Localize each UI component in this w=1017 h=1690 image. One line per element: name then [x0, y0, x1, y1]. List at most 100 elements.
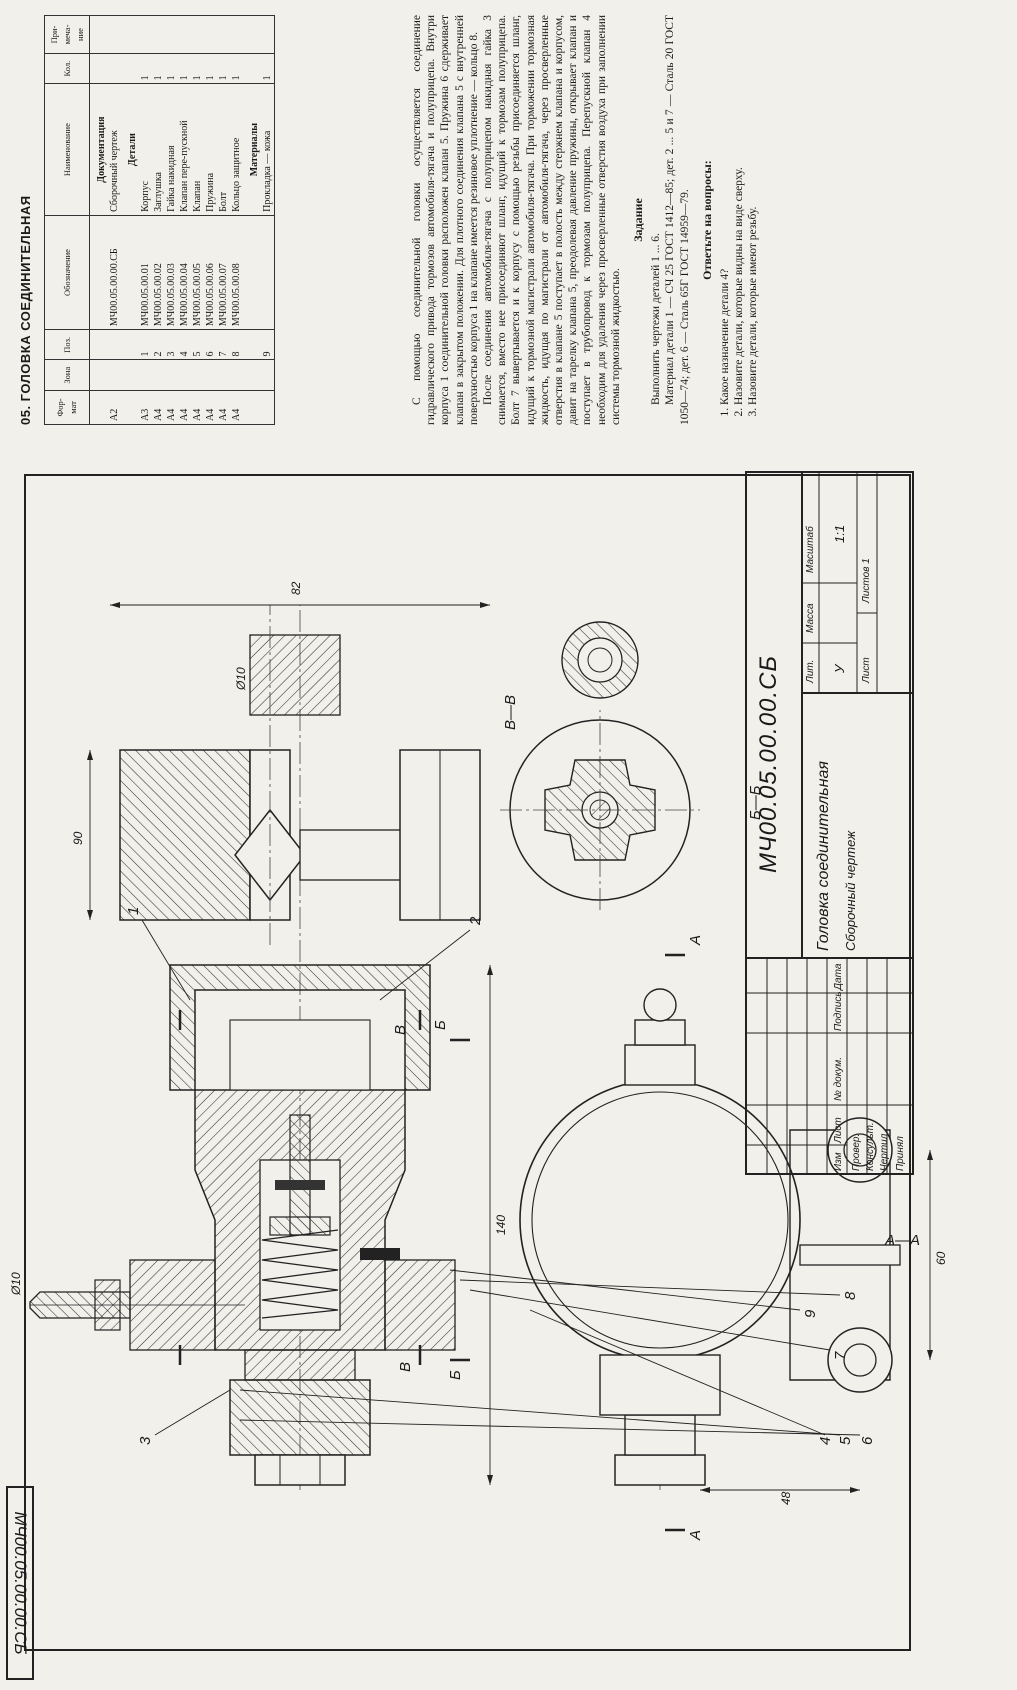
list-item: Какое назначение детали 4?: [718, 15, 732, 405]
dimension-60: 60: [934, 1251, 948, 1265]
position-8: 8: [842, 1291, 859, 1300]
task-title: Задание: [631, 198, 646, 242]
cut-letter-a-left: А: [687, 1530, 704, 1541]
sheets-label: Листов 1: [861, 558, 872, 603]
specification-table: Фор-мат Зона Поз. Обозначение Наименован…: [44, 15, 275, 425]
role-prinyal: Принял: [895, 1136, 906, 1171]
cell-pos: [108, 329, 121, 360]
title-block: Изм Лист № докум. Подпись Дата Провер. К…: [745, 471, 914, 1175]
sheet-label: Лист: [861, 657, 872, 683]
col-designation: Обозначение: [44, 215, 90, 330]
description-body: С помощью соединительной головки осущест…: [410, 15, 761, 425]
cell-format: А2: [108, 390, 121, 425]
position-6: 6: [859, 1436, 876, 1445]
cell-pos: 6: [204, 329, 217, 360]
role-konsult: Консульт.: [865, 1122, 876, 1171]
cell-qty: 1: [165, 53, 178, 84]
section-label-a-a: А—А: [884, 1232, 920, 1249]
cell-qty: [108, 53, 121, 84]
cell-pos: 3: [165, 329, 178, 360]
position-7: 7: [832, 1351, 849, 1360]
cut-letter-v-right: В: [392, 1025, 409, 1035]
cell-qty: 1: [204, 53, 217, 84]
dimension-82: 82: [289, 581, 303, 595]
title-block-code: МЧ00.05.00.00.СБ: [755, 654, 782, 873]
questions-title: Ответьте на вопросы:: [699, 160, 714, 280]
position-1: 1: [125, 907, 142, 915]
rev-header-doc: № докум.: [833, 1056, 844, 1101]
position-2: 2: [467, 916, 484, 926]
text-column: 05. ГОЛОВКА СОЕДИНИТЕЛЬНАЯ Фор-мат Зона …: [18, 15, 993, 425]
cell-pos: 4: [178, 329, 191, 360]
spec-body: Документация А2 МЧ00.05.00.00.СБ Сборочн…: [89, 15, 275, 425]
cell-name: Сборочный чертеж: [108, 83, 121, 216]
top-view: [519, 953, 933, 1532]
cell-name: Прокладка — кожа: [261, 83, 275, 216]
cell-name: Корпус: [139, 83, 152, 216]
cell-name: Гайка накидная: [165, 83, 178, 216]
col-qty: Кол.: [44, 53, 90, 84]
cut-letter-b-right: Б: [432, 1020, 449, 1030]
section-label-v-v: В—В: [502, 695, 519, 730]
col-name: Наименование: [44, 83, 90, 216]
section-label-b-b: Б—Б: [747, 785, 764, 820]
dimension-48: 48: [779, 1491, 793, 1505]
cell-format: А4: [191, 390, 204, 425]
task-line: Выполнить чертежи деталей 1 ... 6.: [650, 233, 663, 405]
cell-format: А4: [165, 390, 178, 425]
cell-designation: МЧ00.05.00.08: [230, 215, 243, 330]
cell-format: А3: [139, 390, 152, 425]
cell-qty: 1: [178, 53, 191, 84]
section-heading: 05. ГОЛОВКА СОЕДИНИТЕЛЬНАЯ: [18, 195, 33, 425]
task-block: Задание Выполнить чертежи деталей 1 ... …: [631, 15, 692, 425]
cell-qty: 1: [152, 53, 165, 84]
section-v-v: [87, 602, 490, 945]
cell-format: А4: [178, 390, 191, 425]
table-row: А2 МЧ00.05.00.00.СБ Сборочный чертеж: [108, 15, 121, 425]
rev-header-list: Лист: [833, 1117, 844, 1143]
position-9: 9: [802, 1309, 819, 1318]
role-prover: Провер.: [851, 1133, 862, 1171]
cell-designation: МЧ00.05.00.04: [178, 215, 191, 330]
dimension-dia10-b: Ø10: [234, 667, 248, 691]
col-zone: Зона: [44, 359, 90, 391]
rev-header-sign: Подпись: [833, 991, 844, 1031]
cell-format: А4: [217, 390, 230, 425]
dimension-140: 140: [494, 1215, 508, 1235]
title-block-grid: [747, 473, 912, 1173]
cell-pos: 7: [217, 329, 230, 360]
cell-designation: МЧ00.05.00.01: [139, 215, 152, 330]
cell-designation: МЧ00.05.00.03: [165, 215, 178, 330]
lit-label: Лит.: [805, 659, 816, 683]
corner-code-stamp: МЧ00.05.00.00.СБ: [6, 1486, 34, 1680]
cell-qty: 1: [230, 53, 243, 84]
cell-qty: 1: [217, 53, 230, 84]
cell-qty: 1: [139, 53, 152, 84]
paragraph: С помощью соединительной головки осущест…: [411, 15, 480, 425]
paragraph: После соединения автомобиля-тягача с пол…: [482, 15, 622, 425]
spec-section-row: Материалы: [243, 15, 261, 425]
dimension-90: 90: [71, 831, 85, 845]
rev-header-date: Дата: [833, 963, 844, 990]
position-3: 3: [137, 1436, 154, 1445]
cell-qty: 1: [191, 53, 204, 84]
cell-designation: [261, 215, 275, 330]
cell-name: Клапан: [191, 83, 204, 216]
cell-format: А4: [230, 390, 243, 425]
spec-section-title: Документация: [89, 83, 108, 216]
leader-lines: [141, 919, 861, 1436]
dimension-dia10-a: Ø10: [9, 1272, 23, 1296]
cut-letter-a-right: А: [687, 935, 704, 946]
cell-format: [261, 390, 275, 425]
col-format: Фор-мат: [44, 390, 90, 425]
drawing-frame: [24, 474, 911, 1651]
cell-designation: МЧ00.05.00.06: [204, 215, 217, 330]
assembly-drawing: А—А Б—Б В—В А А Б Б В В 1 2 3 4 5 6 7 8 …: [9, 474, 948, 1651]
